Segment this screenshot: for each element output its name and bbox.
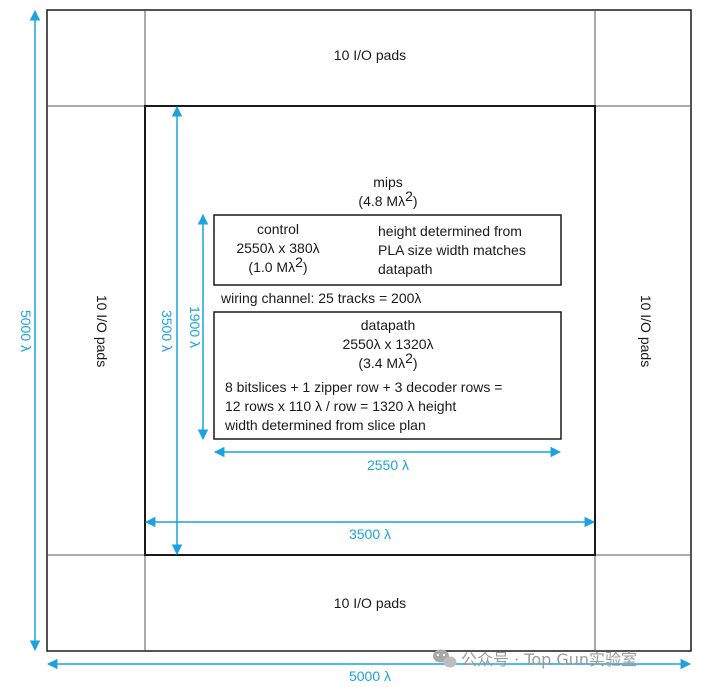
pads-left-label: 10 I/O pads [94,295,110,367]
datapath-size: 2550λ x 1320λ [342,336,433,352]
datapath-block [213,311,562,440]
pads-top-label: 10 I/O pads [334,47,406,63]
control-area: (1.0 Mλ2) [248,254,307,275]
dim-inner-width-label: 3500 λ [349,526,391,542]
datapath-title: datapath [361,317,416,333]
datapath-line3: width determined from slice plan [224,417,426,433]
control-note-line2: PLA size width matches [378,242,526,258]
control-size: 2550λ x 380λ [236,240,319,256]
control-note-line1: height determined from [378,223,522,239]
datapath-area: (3.4 Mλ2) [358,350,417,371]
dim-core-width-label: 2550 λ [367,457,409,473]
control-title: control [257,221,299,237]
dim-inner-height-label: 3500 λ [159,310,175,352]
dim-core-height-label: 1900 λ [187,306,203,348]
watermark: 公众号 · Top Gun实验室 [433,649,637,669]
control-block [213,214,562,286]
datapath-line1: 8 bitslices + 1 zipper row + 3 decoder r… [225,379,502,395]
pads-right-label: 10 I/O pads [638,295,654,367]
pads-bottom-label: 10 I/O pads [334,595,406,611]
chip-outline [46,9,692,652]
mips-title: mips [373,174,403,190]
control-note-line3: datapath [378,261,433,277]
dim-chip-width-label: 5000 λ [349,668,391,684]
watermark-text: 公众号 · Top Gun实验室 [461,650,637,669]
wechat-icon [433,649,457,668]
core-area [144,105,596,556]
datapath-line2: 12 rows x 110 λ / row = 1320 λ height [225,398,456,414]
dim-chip-height-label: 5000 λ [18,310,34,352]
wiring-channel-label: wiring channel: 25 tracks = 200λ [220,290,421,306]
mips-area: (4.8 Mλ2) [358,188,417,209]
